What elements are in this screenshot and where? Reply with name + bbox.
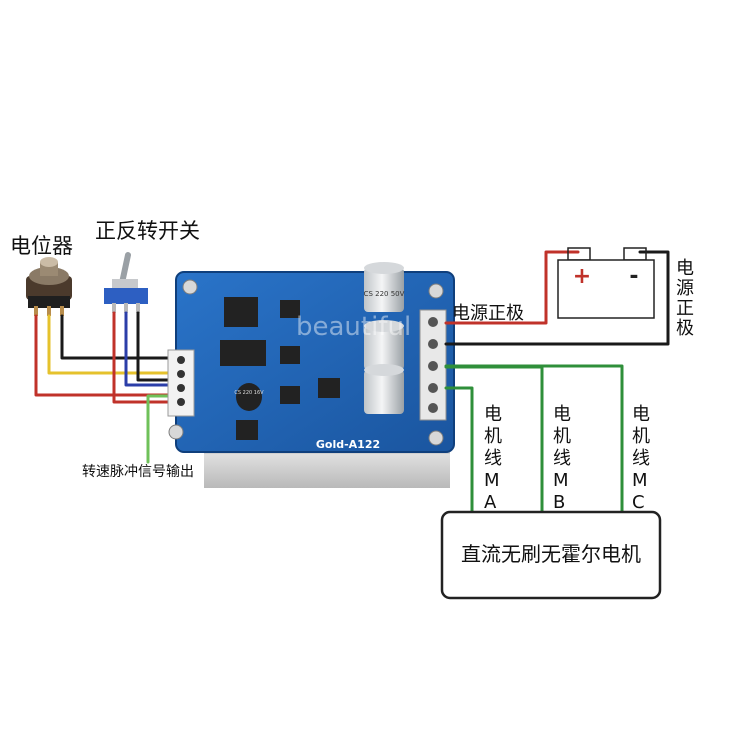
power-negative-wire bbox=[444, 250, 670, 346]
battery: + - bbox=[557, 247, 655, 319]
switch-wire-red bbox=[112, 311, 180, 404]
power-negative-label: 电源正极 bbox=[676, 258, 694, 339]
pot-wire-yellow bbox=[47, 314, 180, 375]
pot-wire-black bbox=[60, 314, 180, 360]
switch-wire-black bbox=[136, 311, 180, 382]
small-capacitor: CS 220 16V bbox=[234, 383, 264, 411]
pcb bbox=[176, 272, 454, 452]
motor-wire-c bbox=[444, 364, 624, 514]
direction-switch: 正反转开关 bbox=[95, 219, 200, 313]
speed-pulse-output-label: 转速脉冲信号输出 bbox=[82, 464, 194, 480]
direction-switch-label: 正反转开关 bbox=[95, 219, 200, 243]
potentiometer-knob-icon bbox=[26, 257, 72, 316]
potentiometer: 电位器 bbox=[10, 234, 73, 316]
toggle-switch-icon bbox=[104, 252, 148, 313]
watermark: beautiful bbox=[296, 312, 411, 342]
battery-minus-label: - bbox=[629, 264, 638, 289]
electrolytic-capacitors: CS 220 50V bbox=[364, 262, 405, 414]
pot-wire-red bbox=[34, 314, 180, 397]
board-model-label: Gold-A122 bbox=[316, 438, 380, 451]
battery-plus-label: + bbox=[573, 264, 591, 289]
control-connector bbox=[167, 349, 195, 417]
power-motor-terminal bbox=[419, 309, 447, 421]
motor-name-label: 直流无刷无霍尔电机 bbox=[461, 542, 641, 566]
potentiometer-label: 电位器 bbox=[10, 234, 73, 258]
power-positive-label: 电源正极 bbox=[452, 303, 524, 324]
power-positive-wire bbox=[444, 250, 580, 325]
driver-board: CS 220 16V CS 220 50V Gold-A122 bbox=[167, 262, 455, 488]
mounting-screw-icon bbox=[168, 279, 444, 446]
capacitor-marking: CS 220 50V bbox=[364, 290, 405, 298]
small-cap-marking: CS 220 16V bbox=[234, 390, 264, 396]
ic-chips bbox=[220, 297, 340, 440]
motor-wire-a bbox=[444, 386, 474, 514]
power-motor-wires bbox=[444, 250, 670, 514]
control-wires bbox=[34, 311, 180, 464]
motor: 直流无刷无霍尔电机 bbox=[440, 510, 662, 600]
switch-wire-blue bbox=[124, 311, 180, 387]
